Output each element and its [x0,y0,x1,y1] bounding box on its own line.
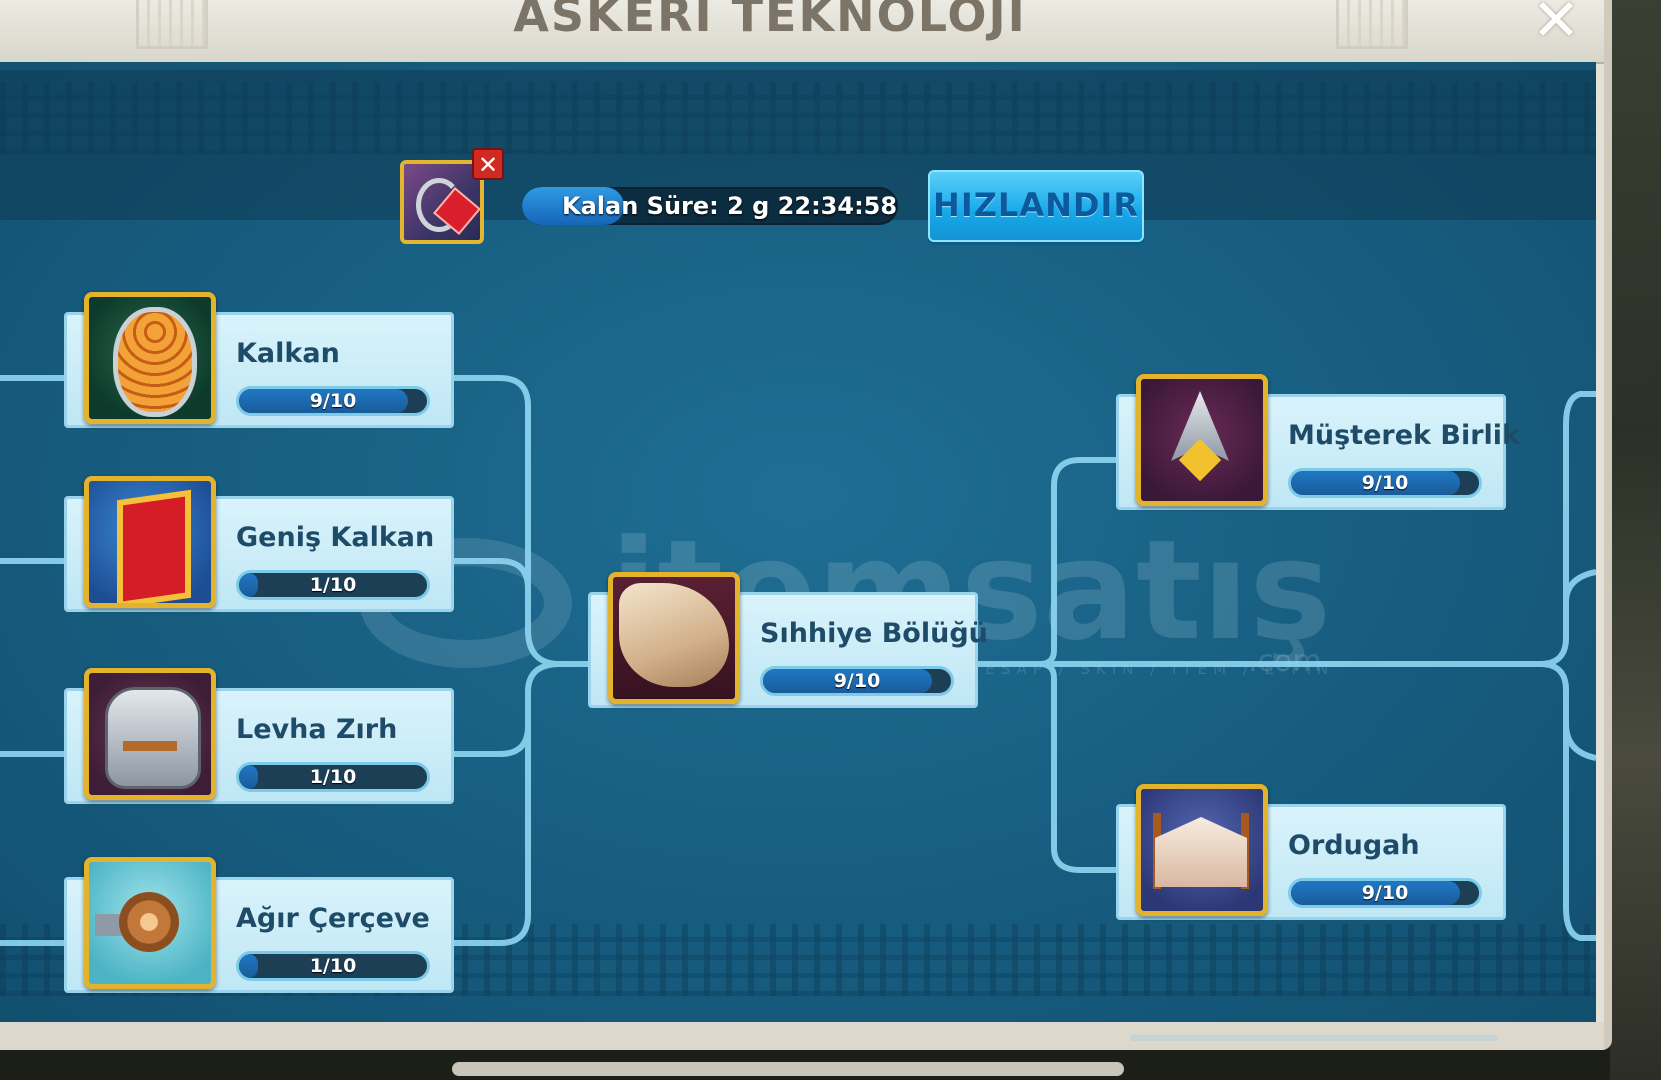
speedup-button[interactable]: HIZLANDIR [928,170,1144,242]
tech-progress-fill [239,389,409,413]
tech-progress-fill [1291,471,1461,495]
tech-name: Ordugah [1288,830,1420,861]
title-ornament-left [136,0,208,49]
tech-node-ordugah[interactable]: Ordugah 9/10 [1116,784,1506,920]
tech-name: Kalkan [236,338,340,369]
tech-progress-label: 1/10 [309,955,357,977]
tech-progress-bar: 1/10 [236,951,430,981]
horizontal-scrollbar[interactable] [1130,1035,1498,1041]
tech-window: ASKERİ TEKNOLOJİ ✕ itemsatış HESAP / SKI… [0,0,1612,1050]
cancel-x-icon[interactable]: ✕ [472,148,504,180]
tech-progress-bar: 1/10 [236,570,430,600]
joint-blades-icon [1136,374,1268,506]
tech-progress-bar: 9/10 [1288,468,1482,498]
research-timer-bar: Kalan Süre: 2 g 22:34:58 [522,187,898,225]
heavy-frame-icon [84,857,216,989]
tech-progress-label: 9/10 [833,670,881,692]
tech-progress-fill [763,669,933,693]
camp-tent-icon [1136,784,1268,916]
tech-progress-bar: 9/10 [236,386,430,416]
tech-progress-label: 1/10 [309,766,357,788]
title-ornament-right [1336,0,1408,49]
tech-progress-label: 9/10 [309,390,357,412]
tech-name: Levha Zırh [236,714,398,745]
tech-tree-panel: itemsatış HESAP / SKIN / ITEM / E-PIN .c… [0,62,1596,1022]
tech-node-agir-cerceve[interactable]: Ağır Çerçeve 1/10 [64,857,454,993]
tech-name: Müşterek Birlik [1288,420,1520,451]
wide-shield-icon [84,476,216,608]
title-bar: ASKERİ TEKNOLOJİ ✕ [0,0,1604,64]
tech-progress-fill [239,573,258,597]
plate-armor-icon [84,668,216,800]
tech-progress-label: 9/10 [1361,472,1409,494]
tech-name: Ağır Çerçeve [236,903,430,934]
home-indicator[interactable] [452,1062,1124,1076]
frame-bottom [0,1022,1604,1050]
blade-shape [416,178,462,232]
tech-progress-fill [239,765,258,789]
tech-connectors [0,375,1596,946]
tech-name: Geniş Kalkan [236,522,435,553]
tech-node-musterek-birlik[interactable]: Müşterek Birlik 9/10 [1116,374,1520,510]
page-title: ASKERİ TEKNOLOJİ [513,0,1027,42]
tech-name: Sıhhiye Bölüğü [760,618,988,649]
tech-node-kalkan[interactable]: Kalkan 9/10 [64,292,454,428]
scale-shield-icon [84,292,216,424]
tech-progress-label: 9/10 [1361,882,1409,904]
tech-node-sihhiye-bolugu[interactable]: Sıhhiye Bölüğü 9/10 [588,572,988,708]
tech-progress-label: 1/10 [309,574,357,596]
timer-progress-fill [522,187,624,225]
close-icon[interactable]: ✕ [1531,0,1581,54]
timer-label: Kalan Süre: 2 g 22:34:58 [562,192,898,220]
tech-node-genis-kalkan[interactable]: Geniş Kalkan 1/10 [64,476,454,612]
tech-progress-bar: 9/10 [760,666,954,696]
tech-node-levha-zirh[interactable]: Levha Zırh 1/10 [64,668,454,804]
tech-progress-fill [239,954,258,978]
research-weapon-gem-icon[interactable] [400,160,484,244]
tech-progress-bar: 9/10 [1288,878,1482,908]
tech-progress-fill [1291,881,1461,905]
background-world [1610,0,1661,1080]
bandage-icon [608,572,740,704]
tech-progress-bar: 1/10 [236,762,430,792]
